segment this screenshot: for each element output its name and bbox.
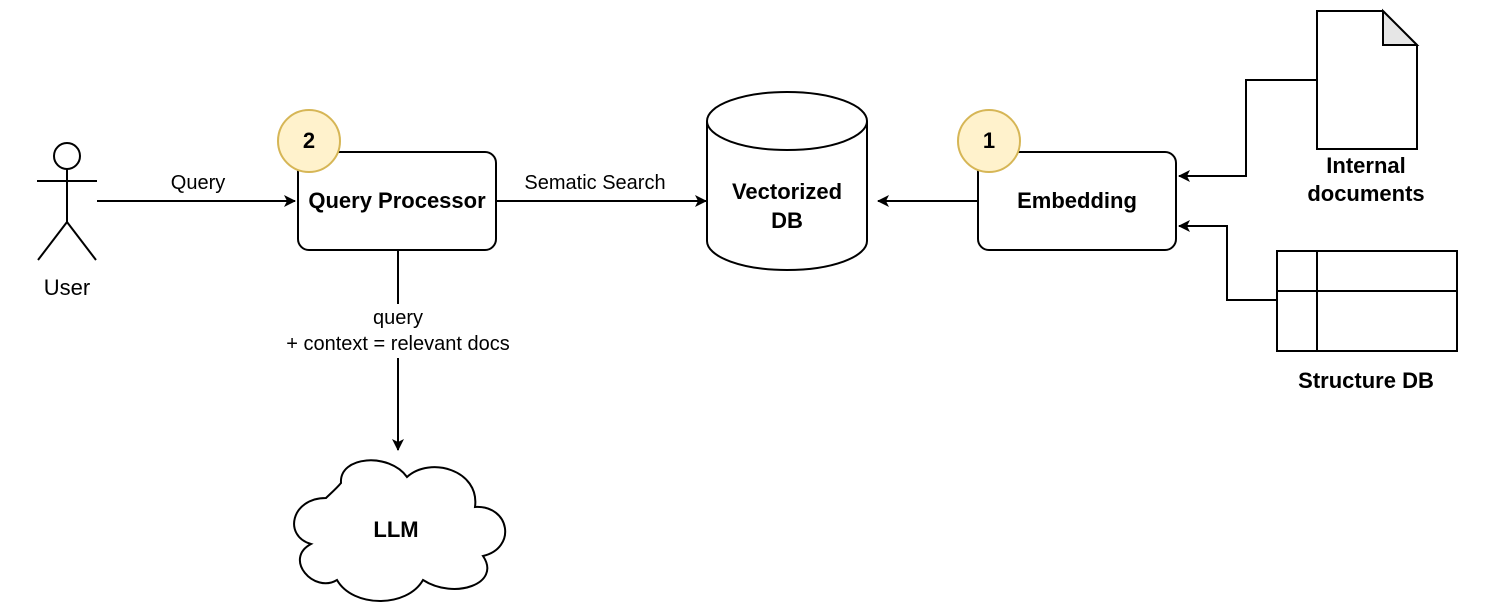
internal-documents-icon[interactable] [1316, 8, 1420, 150]
edge-internal-documents-to-embedding [1178, 79, 1317, 182]
structure-db-label: Structure DB [1298, 368, 1434, 393]
vectorized-db-label-line1: Vectorized [731, 179, 843, 204]
semantic-search-edge-label: Sematic Search [524, 171, 666, 194]
query-processor-step-number: 2 [302, 128, 316, 153]
query-processor-label: Query Processor [308, 188, 486, 213]
vectorized-db-label: Vectorized DB [707, 177, 867, 235]
context-edge-label: query + context = relevant docs [258, 305, 538, 357]
internal-documents-label-line1: Internal [1326, 153, 1406, 178]
query-edge-label: Query [170, 171, 226, 194]
embedding-label: Embedding [1017, 188, 1137, 213]
embedding-step-number: 1 [982, 128, 996, 153]
embedding-node[interactable]: Embedding [977, 151, 1177, 251]
vectorized-db-cylinder-icon[interactable] [706, 91, 868, 271]
edge-structure-db-to-embedding [1178, 220, 1277, 301]
internal-documents-label-line2: documents [1307, 181, 1425, 206]
llm-cloud-icon[interactable] [293, 459, 507, 602]
internal-documents-label: Internal documents [1286, 152, 1446, 208]
embedding-step-badge: 1 [957, 109, 1021, 173]
query-processor-step-badge: 2 [277, 109, 341, 173]
context-edge-label-line2: + context = relevant docs [286, 333, 510, 355]
query-processor-node[interactable]: Query Processor [297, 151, 497, 251]
structure-db-table-icon[interactable] [1276, 250, 1458, 352]
user-actor-icon[interactable] [37, 142, 97, 261]
vectorized-db-label-line2: DB [771, 208, 803, 233]
context-edge-label-line1: query [372, 307, 424, 329]
user-label: User [43, 275, 91, 300]
llm-label: LLM [373, 517, 419, 542]
